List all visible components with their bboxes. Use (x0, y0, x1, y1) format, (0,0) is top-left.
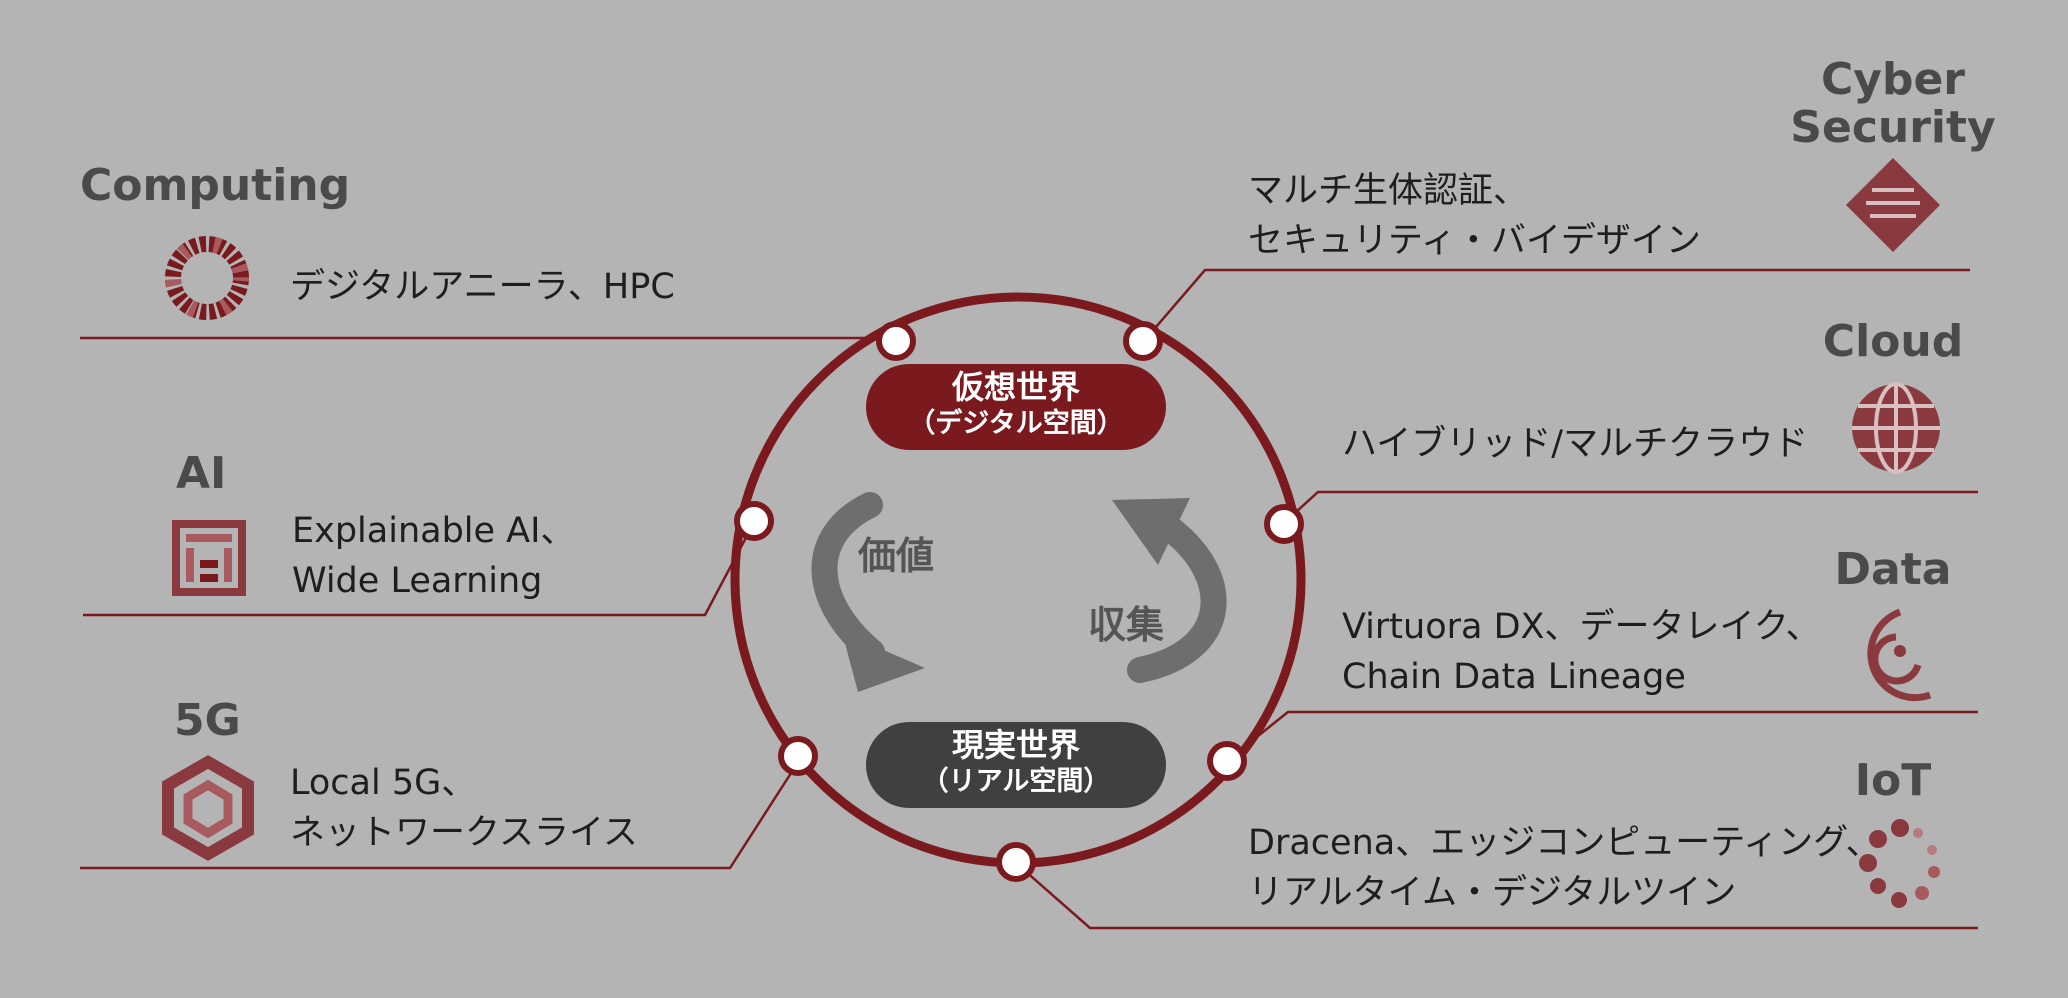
data-spiral-icon (1867, 608, 1932, 702)
node-circles (734, 321, 1304, 882)
category-iot-line: リアルタイム・デジタルツイン (1248, 873, 1737, 913)
real-world-title: 現実世界 (951, 726, 1080, 764)
collect-label: 収集 (1088, 603, 1165, 647)
category-data-line: Virtuora DX、データレイク、 (1342, 607, 1821, 647)
category-cloud-title-line: Cloud (1822, 316, 1964, 367)
category-security-line: マルチ生体認証、 (1248, 171, 1529, 211)
category-data-title-line: Data (1834, 544, 1952, 595)
node-iot (996, 842, 1036, 882)
category-iot-title: IoT (1778, 757, 2008, 805)
connector-data (1227, 710, 1978, 761)
connector-security (1142, 268, 1970, 343)
category-data-title: Data (1778, 546, 2008, 594)
computing-ring-icon (165, 236, 249, 320)
category-iot-line: Dracena、エッジコンピューティング、 (1248, 823, 1881, 863)
category-5g-line: ネットワークスライス (290, 813, 638, 853)
connector-cloud (1284, 490, 1978, 523)
connector-5g (80, 769, 795, 870)
real-world-pill (866, 722, 1166, 808)
5g-hexagon-icon (162, 755, 254, 861)
category-computing-title: Computing (80, 160, 351, 211)
virtual-world-title: 仮想世界 (951, 368, 1080, 406)
category-ai-title: AI (176, 448, 227, 499)
connector-iot (1015, 862, 1978, 930)
category-security-title: Cyber Security (1778, 56, 2008, 152)
collect-arrow-icon (1112, 498, 1227, 683)
node-5g (778, 736, 818, 776)
virtual-world-pill (866, 364, 1166, 450)
security-diamond-icon (1846, 158, 1940, 252)
value-arrow-icon (811, 492, 925, 692)
node-computing (876, 321, 916, 361)
value-label: 価値 (858, 534, 935, 578)
category-security-title-line: Cyber (1820, 54, 1965, 105)
iot-dots-icon (1859, 819, 1940, 908)
category-5g-desc: Local 5G、 ネットワークスライス (290, 758, 638, 858)
category-security-title-line: Security (1790, 102, 1996, 153)
category-computing-line: デジタルアニーラ、HPC (290, 267, 675, 307)
category-data-desc: Virtuora DX、データレイク、 Chain Data Lineage (1342, 602, 1821, 702)
category-security-line: セキュリティ・バイデザイン (1248, 221, 1701, 261)
category-computing-desc: デジタルアニーラ、HPC (290, 262, 675, 312)
category-iot-desc: Dracena、エッジコンピューティング、 リアルタイム・デジタルツイン (1248, 818, 1881, 918)
virtual-world-subtitle: （デジタル空間） (908, 408, 1124, 439)
category-security-desc: マルチ生体認証、 セキュリティ・バイデザイン (1248, 166, 1701, 266)
category-ai-line: Explainable AI、 (292, 511, 576, 551)
real-world-label: 現実世界 （リアル空間） (866, 725, 1166, 799)
category-iot-title-line: IoT (1854, 755, 1932, 806)
node-ai (734, 501, 774, 541)
category-5g-title: 5G (174, 695, 241, 746)
category-cloud-line: ハイブリッド/マルチクラウド (1342, 424, 1809, 464)
globe-icon (1852, 382, 1940, 474)
real-world-subtitle: （リアル空間） (921, 766, 1111, 797)
node-data (1207, 741, 1247, 781)
category-ai-line: Wide Learning (292, 561, 543, 601)
category-5g-line: Local 5G、 (290, 763, 477, 803)
category-cloud-desc: ハイブリッド/マルチクラウド (1342, 419, 1808, 469)
ai-maze-icon (172, 520, 246, 596)
category-cloud-title: Cloud (1778, 318, 2008, 366)
node-cloud (1264, 504, 1304, 544)
node-security (1123, 321, 1163, 361)
virtual-world-label: 仮想世界 （デジタル空間） (866, 367, 1166, 441)
category-ai-desc: Explainable AI、 Wide Learning (292, 506, 575, 606)
category-data-line: Chain Data Lineage (1342, 657, 1686, 697)
